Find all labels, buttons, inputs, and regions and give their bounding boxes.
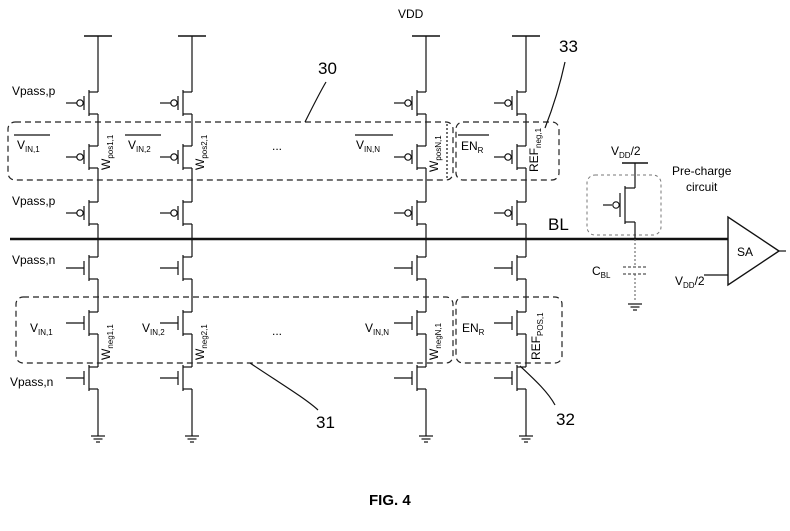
group-box-33 (455, 121, 560, 181)
ref-numeral-32: 32 (556, 410, 575, 429)
bottom-input-2: VIN,2 (142, 321, 165, 337)
precharge-circuit (586, 162, 662, 239)
svg-text:VIN,N: VIN,N (356, 138, 380, 154)
top-ellipsis: ... (272, 139, 282, 153)
top-weight-1: Wpos1,1 (99, 134, 115, 170)
precharge-label-1: Pre-charge (672, 164, 732, 178)
bottom-weight-n: WnegN,1 (427, 322, 443, 360)
top-input-1: VIN,1 (14, 134, 50, 154)
pmos-bubble (76, 153, 84, 161)
bottom-input-n: VIN,N (365, 321, 389, 337)
svg-text:VIN,2: VIN,2 (128, 138, 151, 154)
sa-reference-label: VDD/2 (675, 274, 705, 290)
bottom-enable: ENR (462, 321, 485, 337)
pmos-bubble (404, 209, 412, 217)
group-box-32 (455, 296, 563, 364)
bottom-ellipsis: ... (272, 324, 282, 338)
capacitor-label: CBL (592, 264, 611, 280)
ref-numeral-30: 30 (318, 59, 337, 78)
bottom-reference-cell: REFPOS,1 (529, 312, 545, 360)
ref-numeral-31: 31 (316, 413, 335, 432)
bitline (10, 237, 786, 252)
top-enable: ENR (458, 134, 489, 155)
precharge-vdd-label: VDD/2 (611, 144, 641, 160)
sense-amplifier (727, 215, 781, 287)
top-reference-cell: REFneg,1 (527, 127, 543, 172)
svg-text:VIN,1: VIN,1 (17, 138, 40, 154)
pmos-bubble (76, 99, 84, 107)
bitline-label: BL (548, 215, 569, 234)
top-weight-2: Wpos2,1 (193, 134, 209, 170)
pmos-bubble (170, 153, 178, 161)
figure-caption: FIG. 4 (369, 492, 411, 509)
pmos-bubble (504, 153, 512, 161)
vpass-n-label-2: Vpass,n (10, 375, 53, 389)
pmos-bubble (170, 209, 178, 217)
ref-numeral-33: 33 (559, 37, 578, 56)
bottom-weight-1: Wneg1,1 (99, 324, 115, 360)
bitline-capacitor (623, 239, 647, 311)
bottom-weight-2: Wneg2,1 (193, 324, 209, 360)
reference-leaders (249, 61, 566, 411)
top-weight-n: WposN,1 (427, 135, 443, 172)
top-input-2: VIN,2 (125, 134, 161, 154)
group-box-31 (15, 296, 454, 364)
pmos-bubble (76, 209, 84, 217)
vpass-p-label-1: Vpass,p (12, 84, 56, 98)
pmos-bubble (404, 99, 412, 107)
pmos-bubble (404, 153, 412, 161)
vpass-n-label-1: Vpass,n (12, 253, 55, 267)
bottom-input-1: VIN,1 (30, 321, 53, 337)
pmos-bubble (170, 99, 178, 107)
top-input-n: VIN,N (355, 134, 393, 154)
vdd-label: VDD (398, 7, 424, 21)
vpass-p-label-2: Vpass,p (12, 194, 56, 208)
sense-amplifier-label: SA (737, 245, 753, 259)
pmos-bubble (504, 209, 512, 217)
precharge-label-2: circuit (686, 180, 718, 194)
pmos-bubble (504, 99, 512, 107)
group-box-30 (7, 121, 454, 181)
transistor-columns (66, 36, 533, 443)
svg-text:ENR: ENR (461, 139, 484, 155)
